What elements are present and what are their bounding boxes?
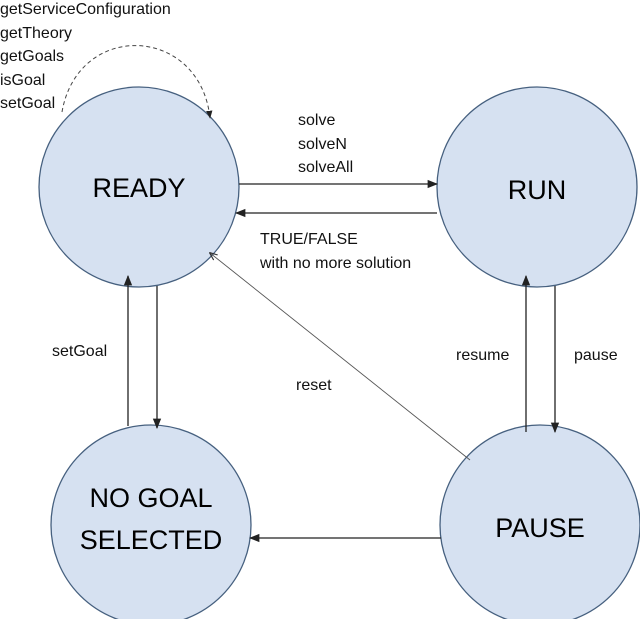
run-to-ready-label: with no more solution — [259, 255, 411, 272]
self-loop-labels: getServiceConfiguration getTheory getGoa… — [0, 1, 171, 112]
nogoal-to-ready-label: setGoal — [52, 343, 107, 360]
state-no-goal-label-line2: SELECTED — [80, 525, 223, 555]
ready-to-run-labels: solve solveN solveAll — [298, 112, 353, 176]
self-loop-label: isGoal — [0, 72, 45, 89]
state-pause — [439, 424, 640, 619]
self-loop-label: setGoal — [0, 95, 55, 112]
self-loop-label: getServiceConfiguration — [0, 1, 171, 18]
self-loop-label: getTheory — [0, 25, 72, 42]
ready-to-run-label: solveAll — [298, 159, 353, 176]
state-no-goal-selected — [50, 424, 252, 619]
edge-ready-self-loop — [61, 45, 213, 119]
state-pause-label: PAUSE — [495, 513, 585, 543]
run-to-ready-label: TRUE/FALSE — [260, 231, 358, 248]
edge-pause-to-ready — [210, 253, 471, 461]
run-to-ready-labels: TRUE/FALSE with no more solution — [259, 231, 411, 272]
ready-to-run-label: solveN — [298, 136, 347, 153]
run-to-pause-label: pause — [574, 347, 618, 364]
ready-to-run-label: solve — [298, 112, 335, 129]
state-no-goal-label-line1: NO GOAL — [89, 483, 212, 513]
pause-to-run-label: resume — [456, 347, 509, 364]
state-ready-label: READY — [92, 173, 185, 203]
pause-to-ready-label: reset — [296, 377, 332, 394]
state-run-label: RUN — [508, 175, 567, 205]
state-ready — [38, 86, 240, 288]
self-loop-label: getGoals — [0, 48, 64, 65]
